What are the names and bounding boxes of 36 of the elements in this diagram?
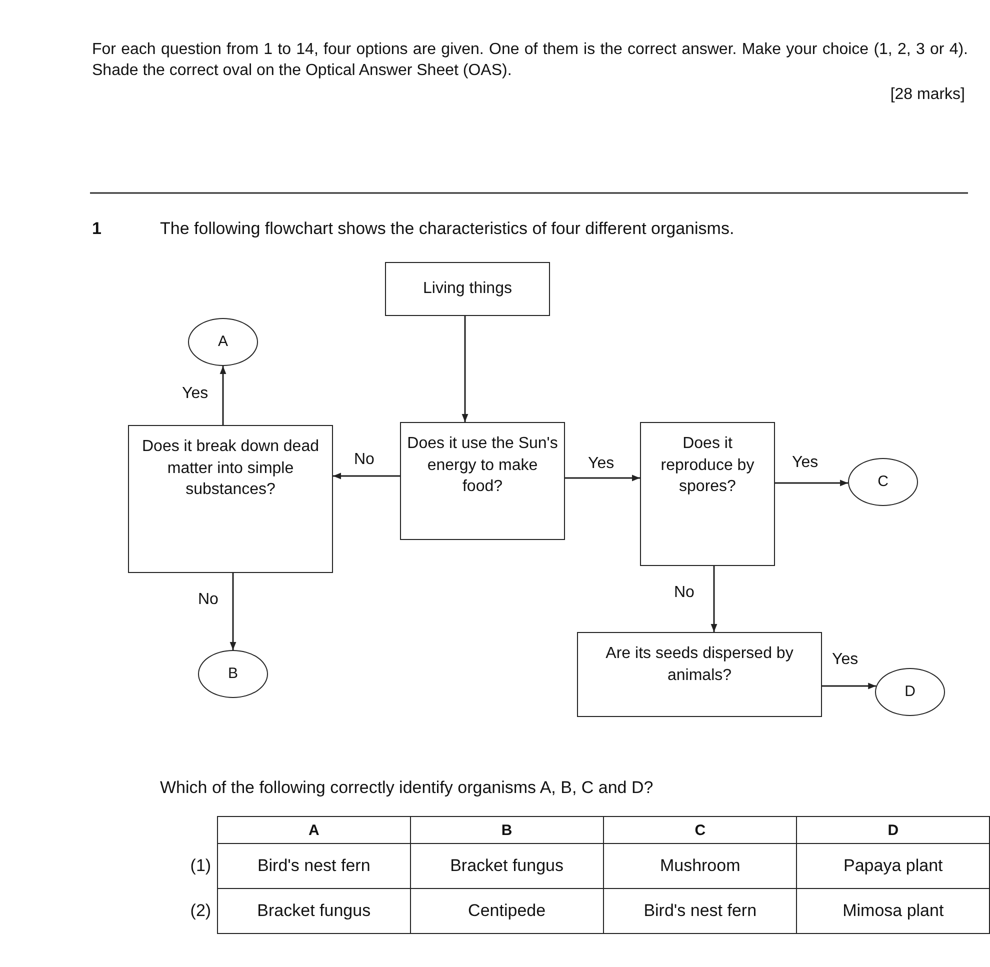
instruction-paragraph: For each question from 1 to 14, four options are given. One of them is the correct answer. Make your choice (1, 2, 3 or 4). Shade the correct oval on the Optical Answer Sheet (OAS).: [92, 40, 968, 81]
arrow: [333, 472, 400, 480]
terminal-circle: D: [875, 668, 945, 716]
terminal-circle: A: [188, 318, 258, 366]
table-cell: Papaya plant: [796, 844, 990, 888]
arrow: [462, 316, 468, 422]
table-cell: Mushroom: [603, 844, 797, 888]
table-cell: Bracket fungus: [218, 888, 410, 934]
terminal-circle: B: [198, 650, 268, 698]
arrow: [220, 366, 226, 425]
arrow: [565, 474, 640, 482]
table-cell: Bracket fungus: [410, 844, 604, 888]
column-header: B: [410, 816, 604, 844]
decision-box: Does it break down dead matter into simple substances?: [128, 425, 333, 573]
table-cell: Centipede: [410, 888, 604, 934]
question-text: The following flowchart shows the characteristics of four different organisms.: [160, 218, 736, 240]
row-label: (1): [160, 844, 218, 888]
decision-box: Does it reproduce by spores?: [640, 422, 775, 566]
arrow: [230, 573, 236, 650]
question-text: Which of the following correctly identify organisms A, B, C and D?: [160, 777, 654, 799]
terminal-circle: C: [848, 458, 918, 506]
decision-box: Does it use the Sun's energy to make food?: [400, 422, 565, 540]
column-header: C: [603, 816, 797, 844]
question-number: 1: [92, 218, 102, 240]
column-header: D: [796, 816, 990, 844]
marks-text: [28 marks]: [889, 85, 965, 105]
row-label: (2): [160, 888, 218, 934]
arrow: [710, 566, 718, 632]
table-cell: Mimosa plant: [796, 888, 990, 934]
column-header: A: [218, 816, 410, 844]
table-cell: Bird's nest fern: [603, 888, 797, 934]
table-cell: Bird's nest fern: [218, 844, 410, 888]
arrow: [775, 480, 848, 486]
start-box: Living things: [385, 262, 550, 316]
decision-box: Are its seeds dispersed by animals?: [577, 632, 822, 717]
arrow: [822, 682, 876, 690]
